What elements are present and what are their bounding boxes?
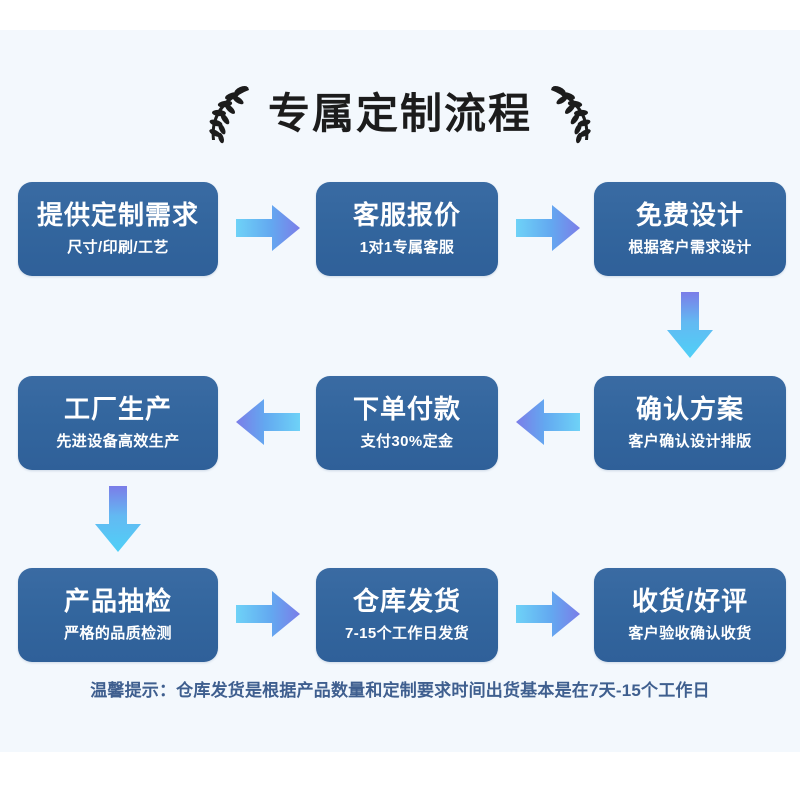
- arrow-right-icon-step2-to-step3: [516, 203, 580, 253]
- laurel-branch-right-icon: [551, 85, 591, 144]
- flow-step-8[interactable]: 仓库发货 7-15个工作日发货: [316, 568, 498, 662]
- page-title: 专属定制流程: [0, 78, 800, 150]
- flow-step-3[interactable]: 免费设计 根据客户需求设计: [594, 182, 786, 276]
- arrow-left-icon-step5-to-step6: [236, 397, 300, 447]
- flow-step-7[interactable]: 产品抽检 严格的品质检测: [18, 568, 218, 662]
- flow-step-subtitle: 尺寸/印刷/工艺: [67, 239, 169, 257]
- flow-step-subtitle: 7-15个工作日发货: [344, 625, 470, 643]
- flow-step-9[interactable]: 收货/好评 客户验收确认收货: [594, 568, 786, 662]
- arrow-left-icon-step4-to-step5: [516, 397, 580, 447]
- laurel-branch-left-icon: [209, 85, 249, 144]
- flow-step-4[interactable]: 确认方案 客户确认设计排版: [594, 376, 786, 470]
- flow-step-title: 收货/好评: [631, 586, 749, 617]
- flow-step-subtitle: 根据客户需求设计: [628, 239, 752, 257]
- flow-step-6[interactable]: 工厂生产 先进设备高效生产: [18, 376, 218, 470]
- flow-step-title: 下单付款: [352, 394, 461, 425]
- flow-step-title: 产品抽检: [63, 586, 172, 617]
- flow-step-subtitle: 客户验收确认收货: [628, 625, 752, 643]
- flow-step-title: 工厂生产: [63, 394, 172, 425]
- arrow-down-icon-step6-to-step7: [93, 486, 143, 552]
- flow-step-subtitle: 支付30%定金: [360, 433, 454, 451]
- flow-step-subtitle: 严格的品质检测: [64, 625, 172, 643]
- arrow-right-icon-step1-to-step2: [236, 203, 300, 253]
- flow-step-5[interactable]: 下单付款 支付30%定金: [316, 376, 498, 470]
- arrow-down-icon-step3-to-step4: [665, 292, 715, 358]
- flow-step-subtitle: 先进设备高效生产: [56, 433, 180, 451]
- flow-step-title: 确认方案: [635, 394, 744, 425]
- flow-step-title: 免费设计: [635, 200, 744, 231]
- flow-step-subtitle: 1对1专属客服: [359, 239, 455, 257]
- flow-step-2[interactable]: 客服报价 1对1专属客服: [316, 182, 498, 276]
- footer-note: 温馨提示：仓库发货是根据产品数量和定制要求时间出货基本是在7天-15个工作日: [90, 681, 710, 700]
- flow-step-subtitle: 客户确认设计排版: [628, 433, 752, 451]
- arrow-right-icon-step8-to-step9: [516, 589, 580, 639]
- flow-step-title: 提供定制需求: [36, 200, 199, 231]
- flow-step-title: 仓库发货: [352, 586, 461, 617]
- flow-step-1[interactable]: 提供定制需求 尺寸/印刷/工艺: [18, 182, 218, 276]
- page-title-text: 专属定制流程: [267, 90, 532, 137]
- flow-step-title: 客服报价: [352, 200, 461, 231]
- arrow-right-icon-step7-to-step8: [236, 589, 300, 639]
